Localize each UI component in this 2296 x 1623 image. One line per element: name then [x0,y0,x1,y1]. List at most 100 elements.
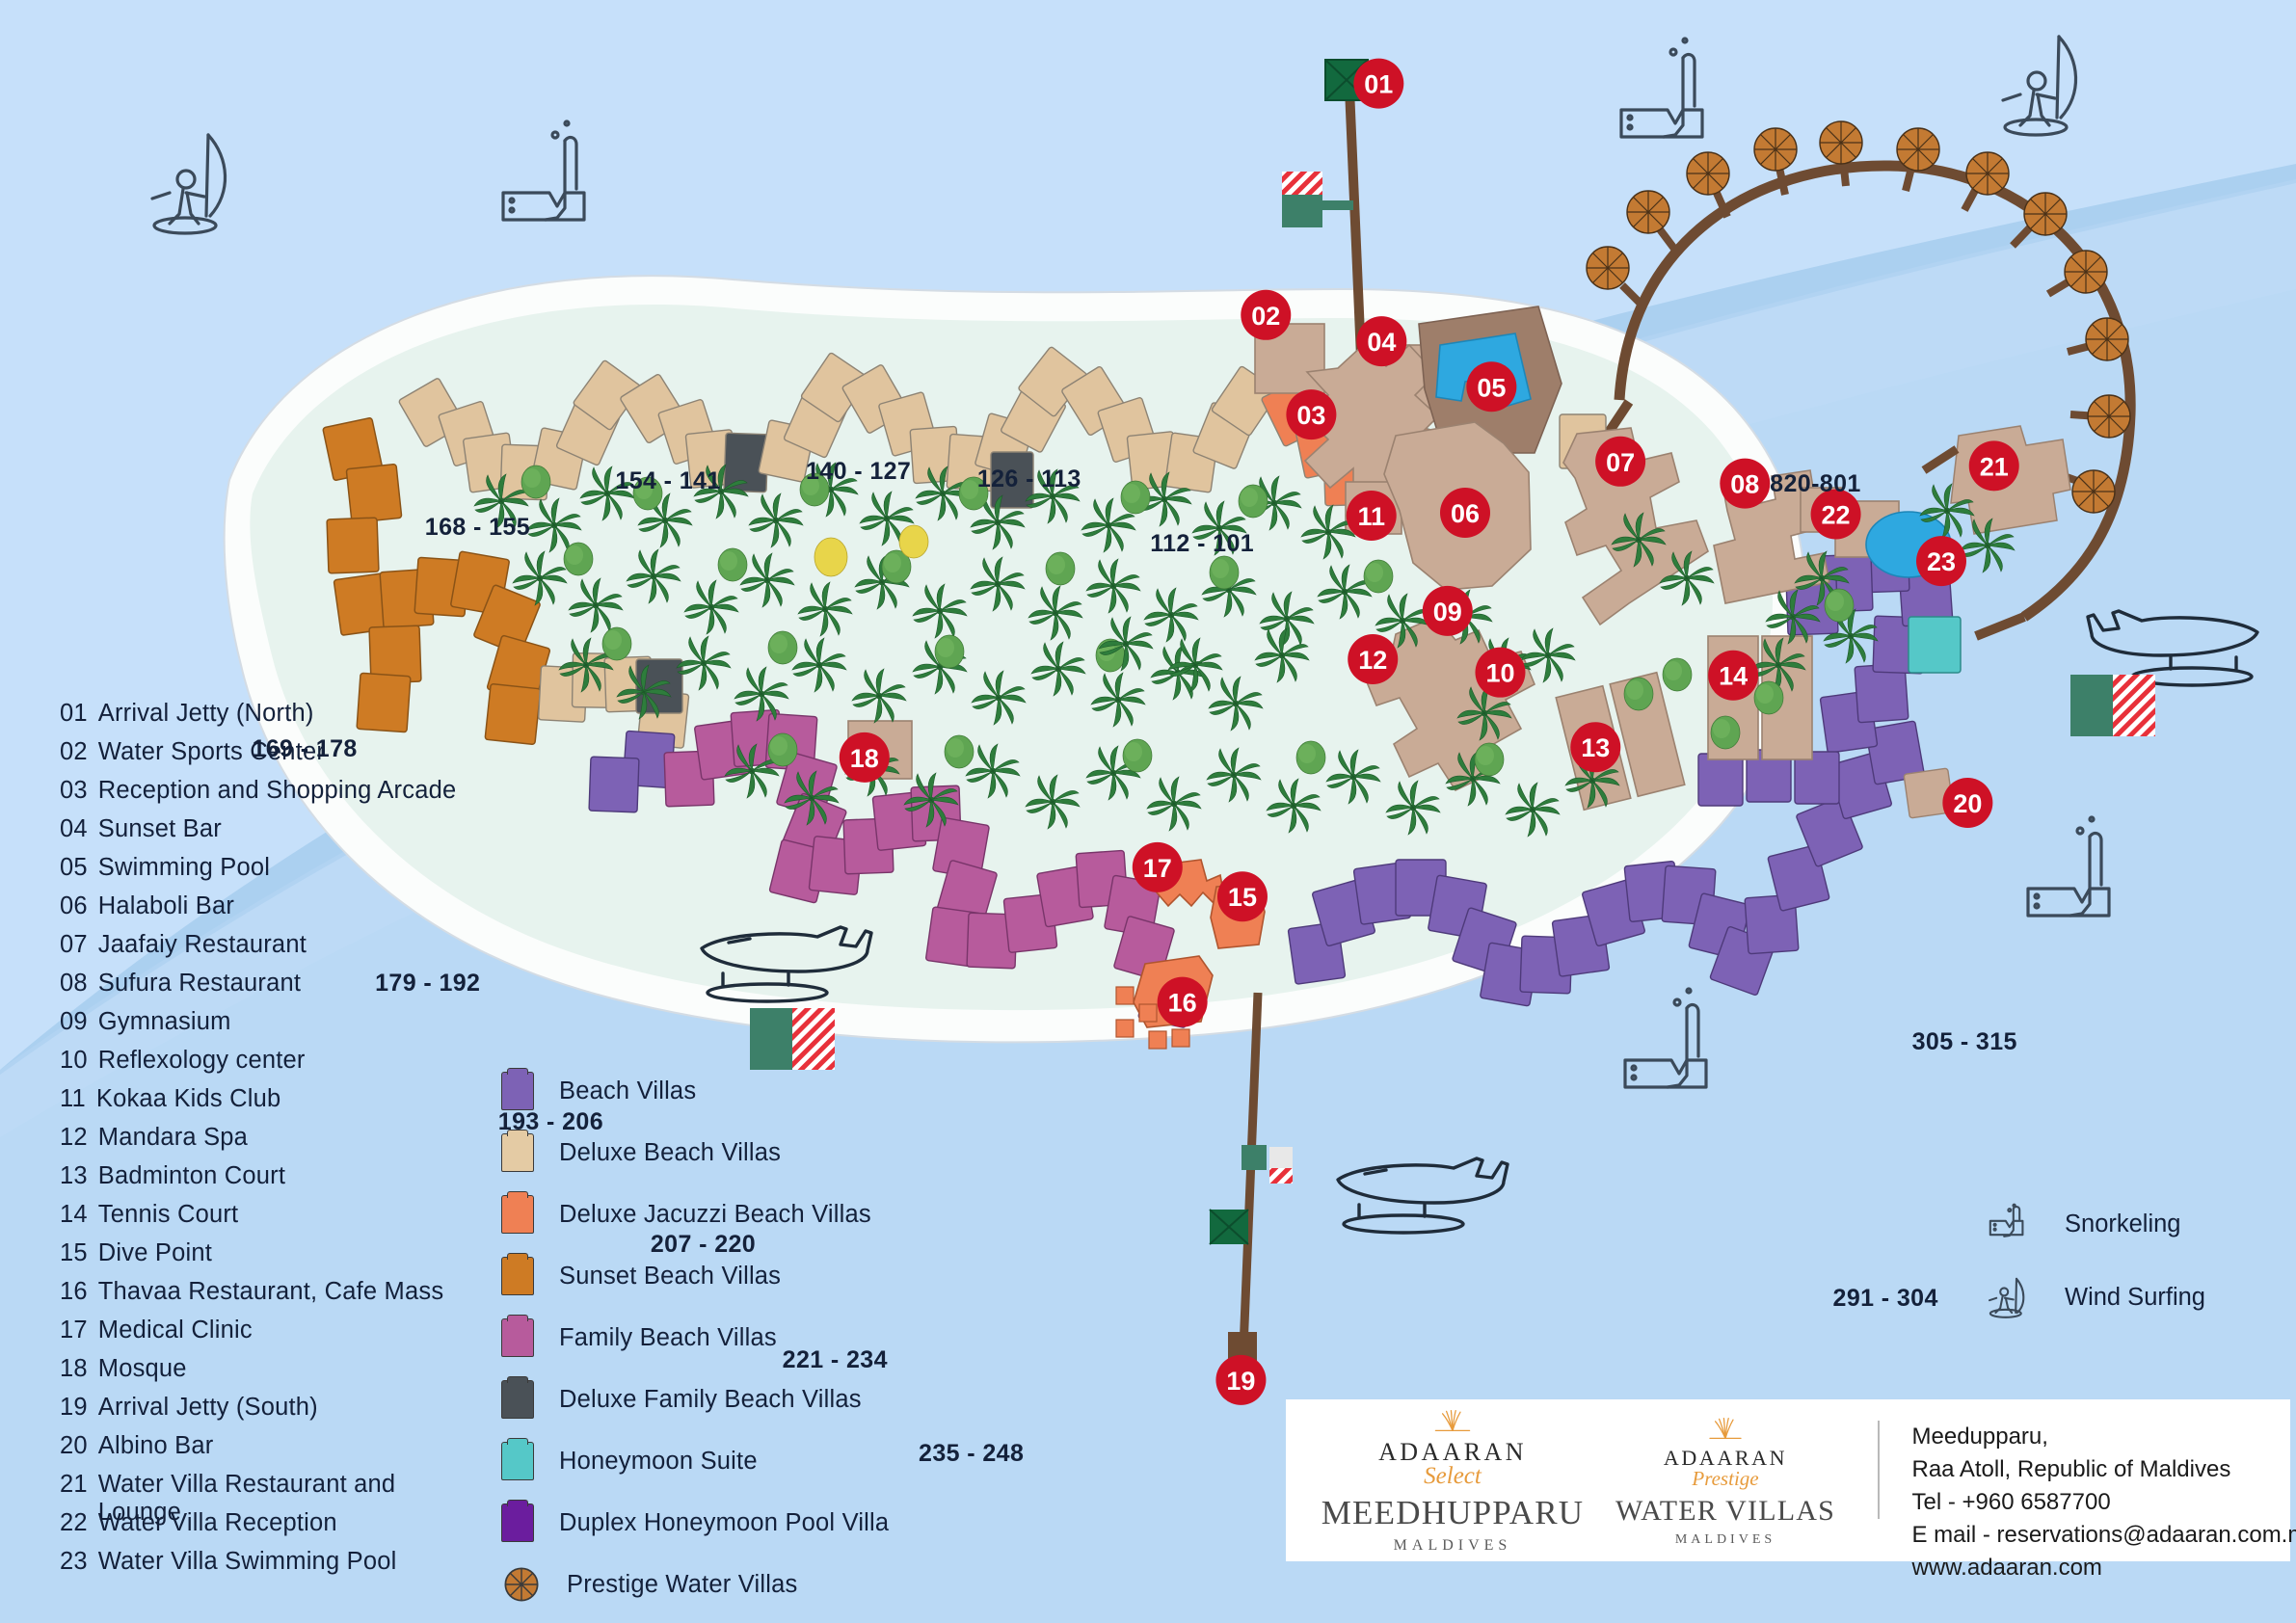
villa-legend-row[interactable]: Deluxe Jacuzzi Beach Villas [501,1184,1002,1245]
ocean-light-band [0,0,2296,1070]
poi-list-item[interactable]: 12 Mandara Spa [60,1124,474,1162]
poi-list-item-label: Thavaa Restaurant, Cafe Mass [97,1278,444,1305]
poi-marker-number: 16 [1168,989,1197,1018]
villa-number-label: 820-801 [1770,469,1861,497]
water-villa-hut [1965,151,2010,196]
villa-cluster-beach-south [1287,534,1954,1007]
poi-marker-12[interactable]: 12 [1348,634,1399,684]
poi-marker-21[interactable]: 21 [1968,440,2019,492]
poi-marker-11[interactable]: 11 [1346,491,1397,542]
poi-list-item-number: 14 [60,1201,88,1228]
poi-list-item-label: Water Sports Center [97,738,326,765]
activity-legend-label: Snorkeling [2065,1210,2181,1237]
poi-list-item-label: Water Villa Reception [97,1509,337,1536]
poi-list-item-number: 15 [60,1239,88,1266]
poi-marker-09[interactable]: 09 [1422,585,1473,636]
villa-legend-label: Prestige Water Villas [567,1570,798,1598]
poi-marker-01[interactable]: 01 [1353,58,1404,109]
poi-marker-23[interactable]: 23 [1916,536,1966,587]
poi-list-item-label: Water Villa Swimming Pool [97,1548,397,1575]
poi-marker-number: 01 [1364,70,1393,99]
poi-marker-03[interactable]: 03 [1286,389,1337,440]
poi-marker-number: 04 [1367,328,1396,357]
villa-legend-row[interactable]: Sunset Beach Villas [501,1245,1002,1307]
poi-list-item[interactable]: 02 Water Sports Center [60,738,474,777]
poi-list-item-number: 01 [60,700,88,727]
water-villa-walkway [1586,120,2136,641]
poi-marker-number: 08 [1730,470,1759,499]
poi-marker-07[interactable]: 07 [1595,436,1646,487]
poi-list-item-label: Jaafaiy Restaurant [97,931,307,958]
pontoon-flag-2 [2070,675,2155,736]
poi-list-item-label: Water Villa Restaurant and Lounge [97,1471,396,1526]
activity-legend: Snorkeling Wind Surfing [1986,1187,2205,1334]
poi-marker-08[interactable]: 08 [1720,458,1771,509]
villa-number-label: 154 - 141 [615,466,721,494]
villa-legend-row[interactable]: Duplex Honeymoon Pool Villa [501,1492,1002,1554]
snorkel-mask-icon [1989,1203,2024,1237]
water-villa-hut [1819,120,1863,165]
poi-marker-13[interactable]: 13 [1570,722,1621,773]
poi-marker-number: 19 [1226,1367,1255,1396]
poi-marker-06[interactable]: 06 [1440,488,1490,538]
villa-legend-row[interactable]: Deluxe Family Beach Villas [501,1369,1002,1430]
poi-marker-02[interactable]: 02 [1241,289,1292,340]
water-villa-hut-icon [504,1567,539,1602]
poi-marker-15[interactable]: 15 [1216,871,1268,922]
seaplane-icon-1 [700,925,873,1003]
poi-marker-17[interactable]: 17 [1132,841,1183,892]
villa-legend-row[interactable]: Honeymoon Suite [501,1430,1002,1492]
villa-legend-row[interactable]: Prestige Water Villas [501,1554,1002,1615]
poi-marker-04[interactable]: 04 [1356,316,1407,367]
water-villa-hut [1896,127,1940,172]
poi-marker-22[interactable]: 22 [1810,489,1861,540]
villa-legend-row[interactable]: Family Beach Villas [501,1307,1002,1369]
poi-marker-14[interactable]: 14 [1708,650,1759,701]
poi-marker-20[interactable]: 20 [1942,777,1993,828]
water-villa-hut [2023,192,2068,236]
villa-legend-row[interactable]: Deluxe Beach Villas [501,1122,1002,1184]
poi-list-item-number: 20 [60,1432,88,1459]
poi-list-item-number: 02 [60,738,88,765]
poi-list-item-label: Mandara Spa [97,1124,249,1151]
villa-legend-label: Sunset Beach Villas [559,1262,782,1290]
poi-marker-05[interactable]: 05 [1466,361,1517,412]
poi-list-item-label: Gymnasium [97,1008,231,1035]
poi-list-item-number: 12 [60,1124,88,1151]
snorkel-mask-icon-map-3 [2026,815,2111,918]
palm-mark-icon [1434,1409,1471,1432]
poi-marker-16[interactable]: 16 [1157,976,1208,1027]
poi-marker-number: 18 [850,744,879,773]
snorkel-mask-icon-map-4 [1623,987,1708,1089]
poi-marker-19[interactable]: 19 [1215,1354,1267,1405]
poi-marker-10[interactable]: 10 [1475,647,1526,698]
poi-marker-18[interactable]: 18 [839,732,890,783]
water-villa-hut [2087,394,2131,439]
villa-legend-row[interactable]: Beach Villas [501,1060,1002,1122]
contact-line: Meedupparu, [1911,1423,2048,1450]
poi-list-item-label: Reception and Shopping Arcade [97,777,457,804]
